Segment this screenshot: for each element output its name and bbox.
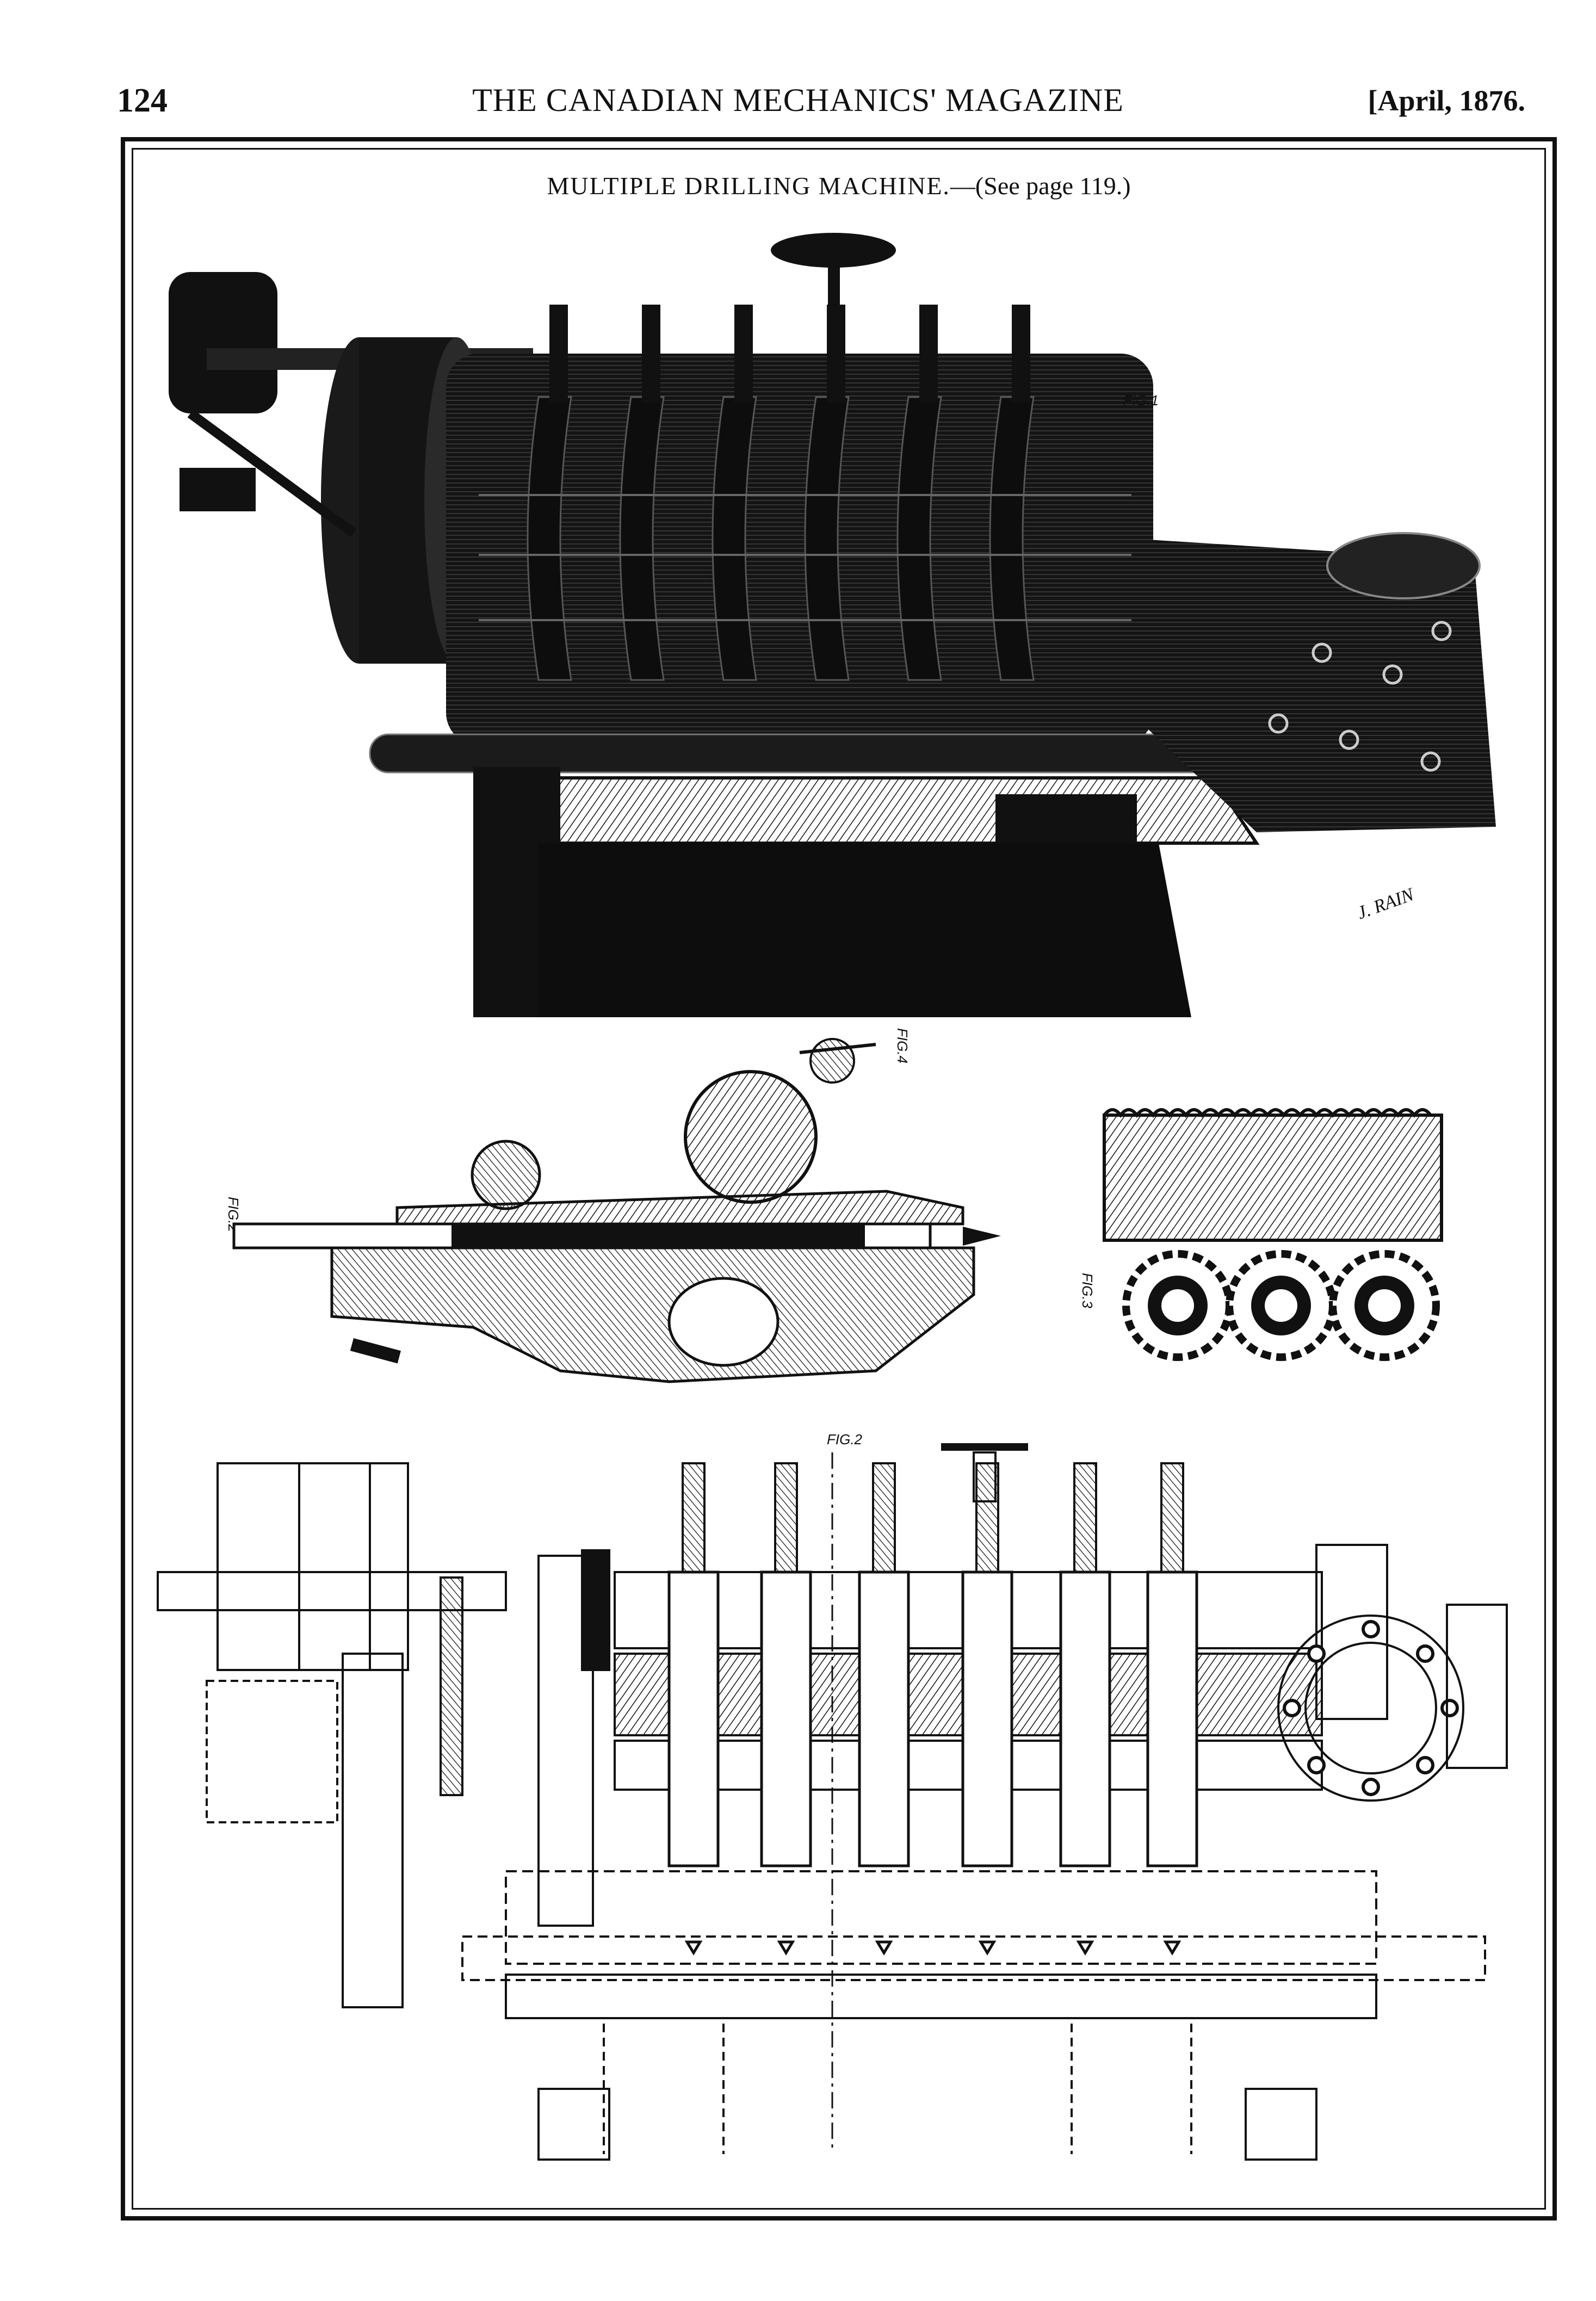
illustration-plate: FIG.1 J. RAIN FIG.2 FIG.4	[121, 137, 1557, 2220]
fig4-detail: FIG.4	[799, 1028, 911, 1084]
page-header: 124 THE CANADIAN MECHANICS' MAGAZINE [Ap…	[0, 82, 1596, 125]
fig1-label: FIG.1	[1123, 392, 1159, 409]
plate-inner-border	[132, 148, 1546, 2210]
plate-caption: MULTIPLE DRILLING MACHINE.—(See page 119…	[125, 171, 1552, 200]
issue-date: [April, 1876.	[1368, 84, 1526, 117]
caption-title: MULTIPLE DRILLING MACHINE.	[547, 172, 950, 200]
fig4-label: FIG.4	[894, 1028, 911, 1063]
engraving-illustration: FIG.1 J. RAIN FIG.2 FIG.4	[157, 233, 1508, 2161]
caption-page-reference: —(See page 119.)	[950, 172, 1131, 200]
magazine-title: THE CANADIAN MECHANICS' MAGAZINE	[472, 82, 1124, 118]
page-number: 124	[117, 82, 168, 119]
fig2-plan-label: FIG.2	[827, 1431, 863, 1448]
fig2-sectional-view: FIG.2	[225, 1070, 1001, 1383]
fig3-worm-and-gears: FIG.3	[1079, 1108, 1443, 1361]
fig1-perspective-view: FIG.1 J. RAIN	[169, 233, 1496, 1017]
fig3-label: FIG.3	[1079, 1273, 1096, 1309]
engraver-signature: J. RAIN	[1354, 884, 1418, 923]
fig2-plan-drawing: FIG.2	[157, 1431, 1508, 2161]
